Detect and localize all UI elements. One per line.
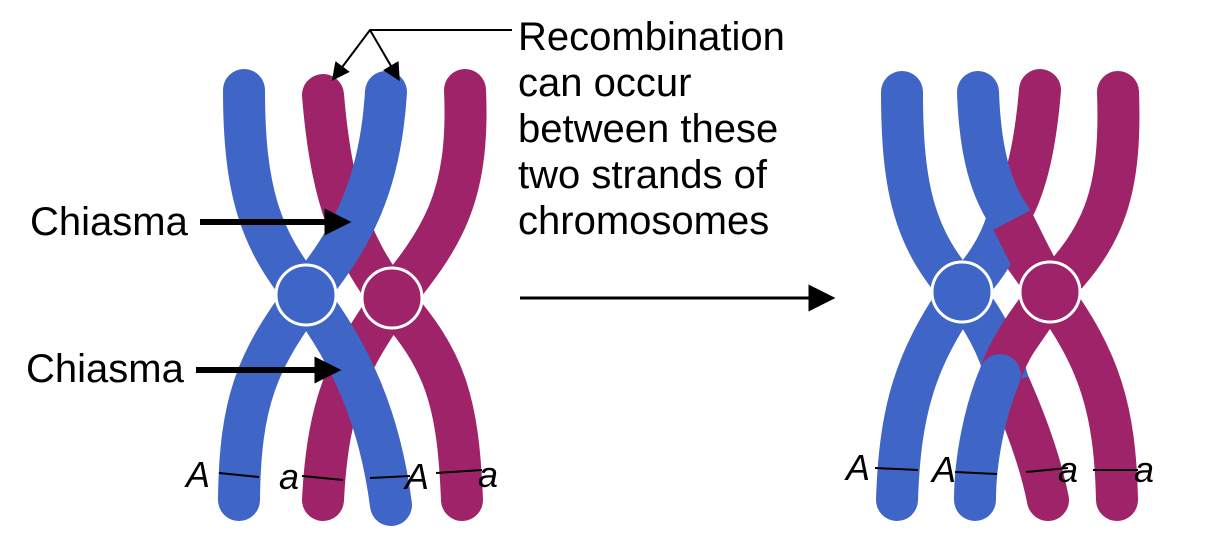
- chiasma-text-bottom: Chiasma: [26, 347, 185, 391]
- chiasma-text-top: Chiasma: [30, 200, 189, 244]
- allele-label: A: [844, 447, 870, 488]
- allele-label: A: [184, 454, 210, 495]
- recombination-text: Recombination can occur between these tw…: [518, 15, 796, 243]
- allele-label: a: [478, 454, 498, 495]
- allele-label: A: [403, 456, 429, 497]
- centromere-maternal-left: [274, 263, 338, 327]
- allele-tick: [218, 472, 260, 478]
- allele-label: a: [1134, 449, 1154, 490]
- allele-tick: [435, 469, 483, 474]
- recombination-callout: Recombination can occur between these tw…: [331, 15, 796, 243]
- recombinant-blue-lower-arm: [954, 354, 1021, 521]
- allele-label: a: [1058, 449, 1078, 490]
- allele-tick: [874, 467, 919, 471]
- recombinant-chromatid-lower-arm: [987, 361, 1069, 521]
- callout-arrow-right: [369, 29, 400, 82]
- centromere-paternal-right: [1018, 260, 1082, 324]
- chiasma-label-bottom: Chiasma: [26, 347, 342, 391]
- allele-label: a: [279, 456, 299, 497]
- allele-tick: [369, 475, 411, 479]
- allele-label: A: [930, 449, 956, 490]
- chiasma-label-top: Chiasma: [30, 200, 352, 244]
- allele-tick: [301, 475, 344, 481]
- allele-tick: [954, 471, 998, 475]
- centromere-maternal-right: [930, 260, 994, 324]
- after-crossover-pair: A A a a: [844, 69, 1154, 521]
- before-crossover-pair: A a A a: [184, 69, 498, 526]
- centromere-paternal-left: [360, 266, 424, 330]
- callout-connector: [331, 29, 512, 81]
- recombinant-blue-upper-arm: [957, 71, 1033, 241]
- allele-tick: [1025, 467, 1069, 473]
